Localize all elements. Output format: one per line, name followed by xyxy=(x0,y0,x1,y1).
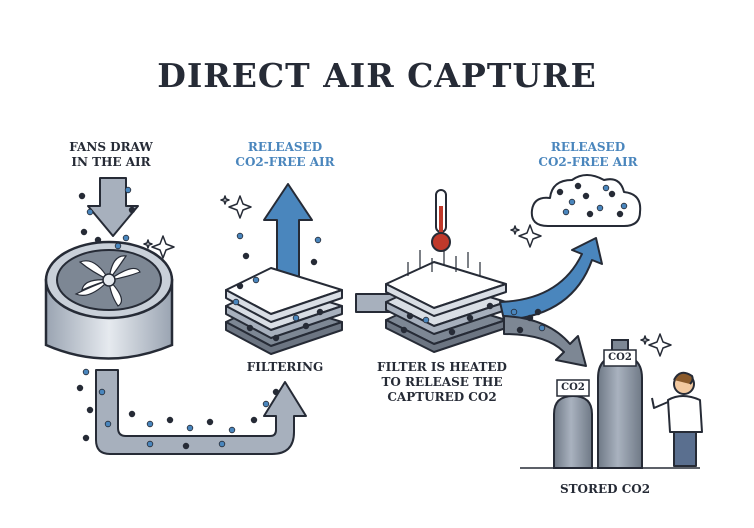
sparkle-icon xyxy=(143,195,672,357)
particle-dot xyxy=(608,190,616,198)
particle-dot xyxy=(272,388,280,396)
particle-dot xyxy=(510,308,518,316)
particle-dot xyxy=(232,298,240,306)
particle-dot xyxy=(186,424,194,432)
particle-dot xyxy=(122,234,130,242)
fans-label: FANS DRAW IN THE AIR xyxy=(69,140,153,169)
particle-dot xyxy=(236,282,244,290)
particle-dot xyxy=(78,192,86,200)
particle-dot xyxy=(218,440,226,448)
particle-dot xyxy=(146,420,154,428)
particle-dot xyxy=(516,326,524,334)
particle-dot xyxy=(82,368,90,376)
pipe-arrow xyxy=(95,369,307,455)
particle-dot xyxy=(316,308,324,316)
particle-dot xyxy=(400,326,408,334)
particle-dot xyxy=(236,232,244,240)
particle-dot xyxy=(616,210,624,218)
particle-dot xyxy=(568,198,576,206)
particle-dot xyxy=(206,418,214,426)
particle-dot xyxy=(272,334,280,342)
particle-dot xyxy=(574,182,582,190)
particle-dot xyxy=(86,208,94,216)
stored-co2-label: STORED CO2 xyxy=(559,482,651,496)
particle-dot xyxy=(486,302,494,310)
particle-dot xyxy=(466,314,474,322)
particle-dot xyxy=(538,324,546,332)
particle-dot xyxy=(250,416,258,424)
particle-dot xyxy=(166,416,174,424)
particle-dot xyxy=(114,242,122,250)
cloud-icon xyxy=(530,174,642,227)
particle-dot xyxy=(228,426,236,434)
particle-dot xyxy=(80,228,88,236)
intake-arrow xyxy=(87,177,139,237)
particle-dot xyxy=(146,440,154,448)
particle-dot xyxy=(292,314,300,322)
particle-dot xyxy=(262,400,270,408)
particle-dot xyxy=(128,206,136,214)
released-air-label-1: RELEASED CO2-FREE AIR xyxy=(235,140,335,169)
fan-blades-icon xyxy=(74,255,141,307)
particle-dot xyxy=(82,434,90,442)
particle-dot xyxy=(586,210,594,218)
particle-dot xyxy=(310,258,318,266)
tank-small-label: CO2 xyxy=(561,382,585,393)
filter-stack-1 xyxy=(225,267,343,355)
particle-dot xyxy=(128,410,136,418)
particle-dot xyxy=(314,236,322,244)
page-title: DIRECT AIR CAPTURE xyxy=(157,56,597,95)
filter-stack-2 xyxy=(385,261,507,353)
particle-dot xyxy=(252,276,260,284)
particle-dot xyxy=(448,328,456,336)
particle-dot xyxy=(556,188,564,196)
person-icon xyxy=(651,371,703,467)
particle-dot xyxy=(124,186,132,194)
particle-dot xyxy=(86,406,94,414)
particle-dot xyxy=(582,192,590,200)
particle-dot xyxy=(526,314,534,322)
particle-dot xyxy=(302,322,310,330)
particle-dot xyxy=(94,236,102,244)
released-air-label-2: RELEASED CO2-FREE AIR xyxy=(538,140,638,169)
filter-heated-label: FILTER IS HEATED TO RELEASE THE CAPTURED… xyxy=(377,360,507,404)
particle-dot xyxy=(602,184,610,192)
particle-dot xyxy=(534,308,542,316)
released-air-arrow-2 xyxy=(499,237,603,321)
particle-dot xyxy=(422,316,430,324)
co2-particles xyxy=(76,182,628,450)
co2-tank-large xyxy=(597,339,643,469)
tank-large-label: CO2 xyxy=(608,352,632,363)
thermometer-icon xyxy=(431,189,451,252)
filtering-label: FILTERING xyxy=(246,360,324,374)
particle-dot xyxy=(406,312,414,320)
co2-tank-small xyxy=(553,379,593,469)
heat-lines xyxy=(407,248,481,276)
particle-dot xyxy=(76,384,84,392)
stored-co2-arrow xyxy=(503,315,587,367)
particle-dot xyxy=(104,420,112,428)
particle-dot xyxy=(596,204,604,212)
particle-dot xyxy=(562,208,570,216)
particle-dot xyxy=(242,252,250,260)
particle-dot xyxy=(182,442,190,450)
particle-dot xyxy=(98,388,106,396)
particle-dot xyxy=(620,202,628,210)
particle-dot xyxy=(246,324,254,332)
fan-unit xyxy=(44,240,174,360)
